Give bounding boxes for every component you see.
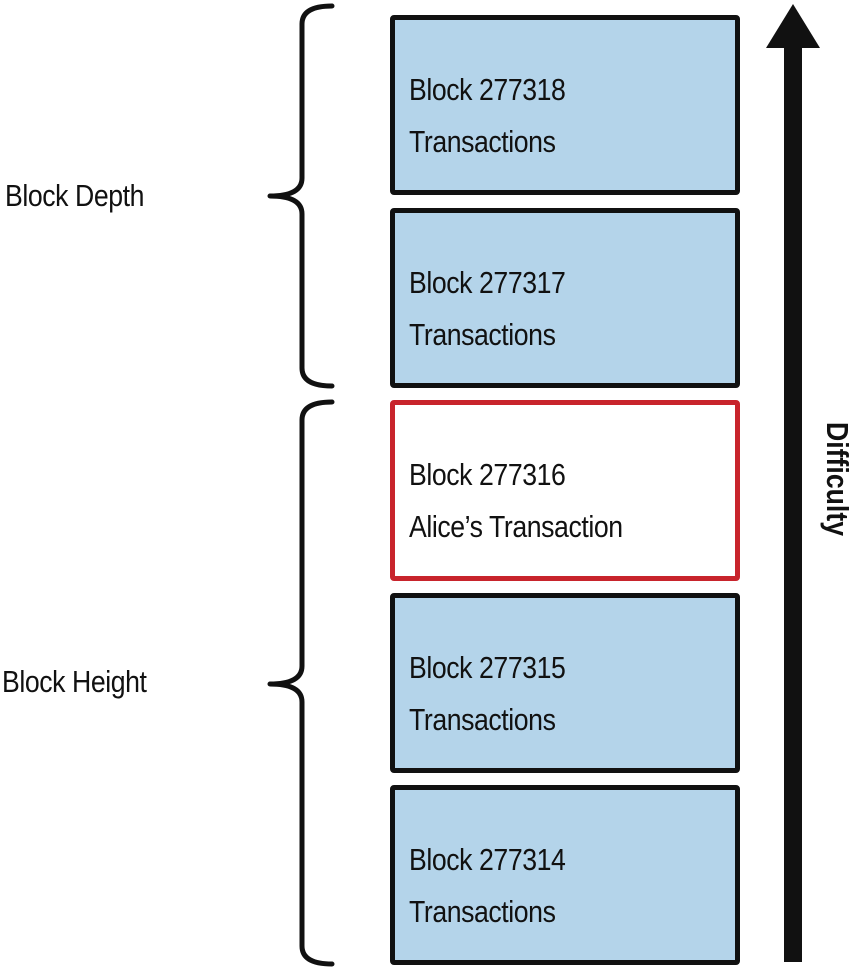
block-277315: Block 277315 Transactions — [390, 593, 740, 773]
up-arrow-icon — [766, 4, 820, 48]
block-depth-brace-icon — [267, 3, 335, 389]
block-277316-highlighted: Block 277316 Alice’s Transaction — [390, 400, 740, 581]
block-277314: Block 277314 Transactions — [390, 785, 740, 965]
block-subtitle: Transactions — [409, 124, 556, 159]
block-title: Block 277318 — [409, 72, 566, 107]
block-title: Block 277316 — [409, 457, 566, 492]
block-subtitle: Transactions — [409, 894, 556, 929]
block-title: Block 277317 — [409, 265, 566, 300]
block-height-brace-icon — [267, 399, 335, 967]
block-height-label: Block Height — [2, 664, 147, 699]
block-subtitle: Alice’s Transaction — [409, 509, 623, 544]
difficulty-label: Difficulty — [820, 422, 855, 537]
block-title: Block 277315 — [409, 650, 566, 685]
block-depth-label: Block Depth — [5, 178, 145, 213]
block-277318: Block 277318 Transactions — [390, 15, 740, 195]
block-277317: Block 277317 Transactions — [390, 208, 740, 388]
block-title: Block 277314 — [409, 842, 566, 877]
block-subtitle: Transactions — [409, 702, 556, 737]
block-subtitle: Transactions — [409, 317, 556, 352]
